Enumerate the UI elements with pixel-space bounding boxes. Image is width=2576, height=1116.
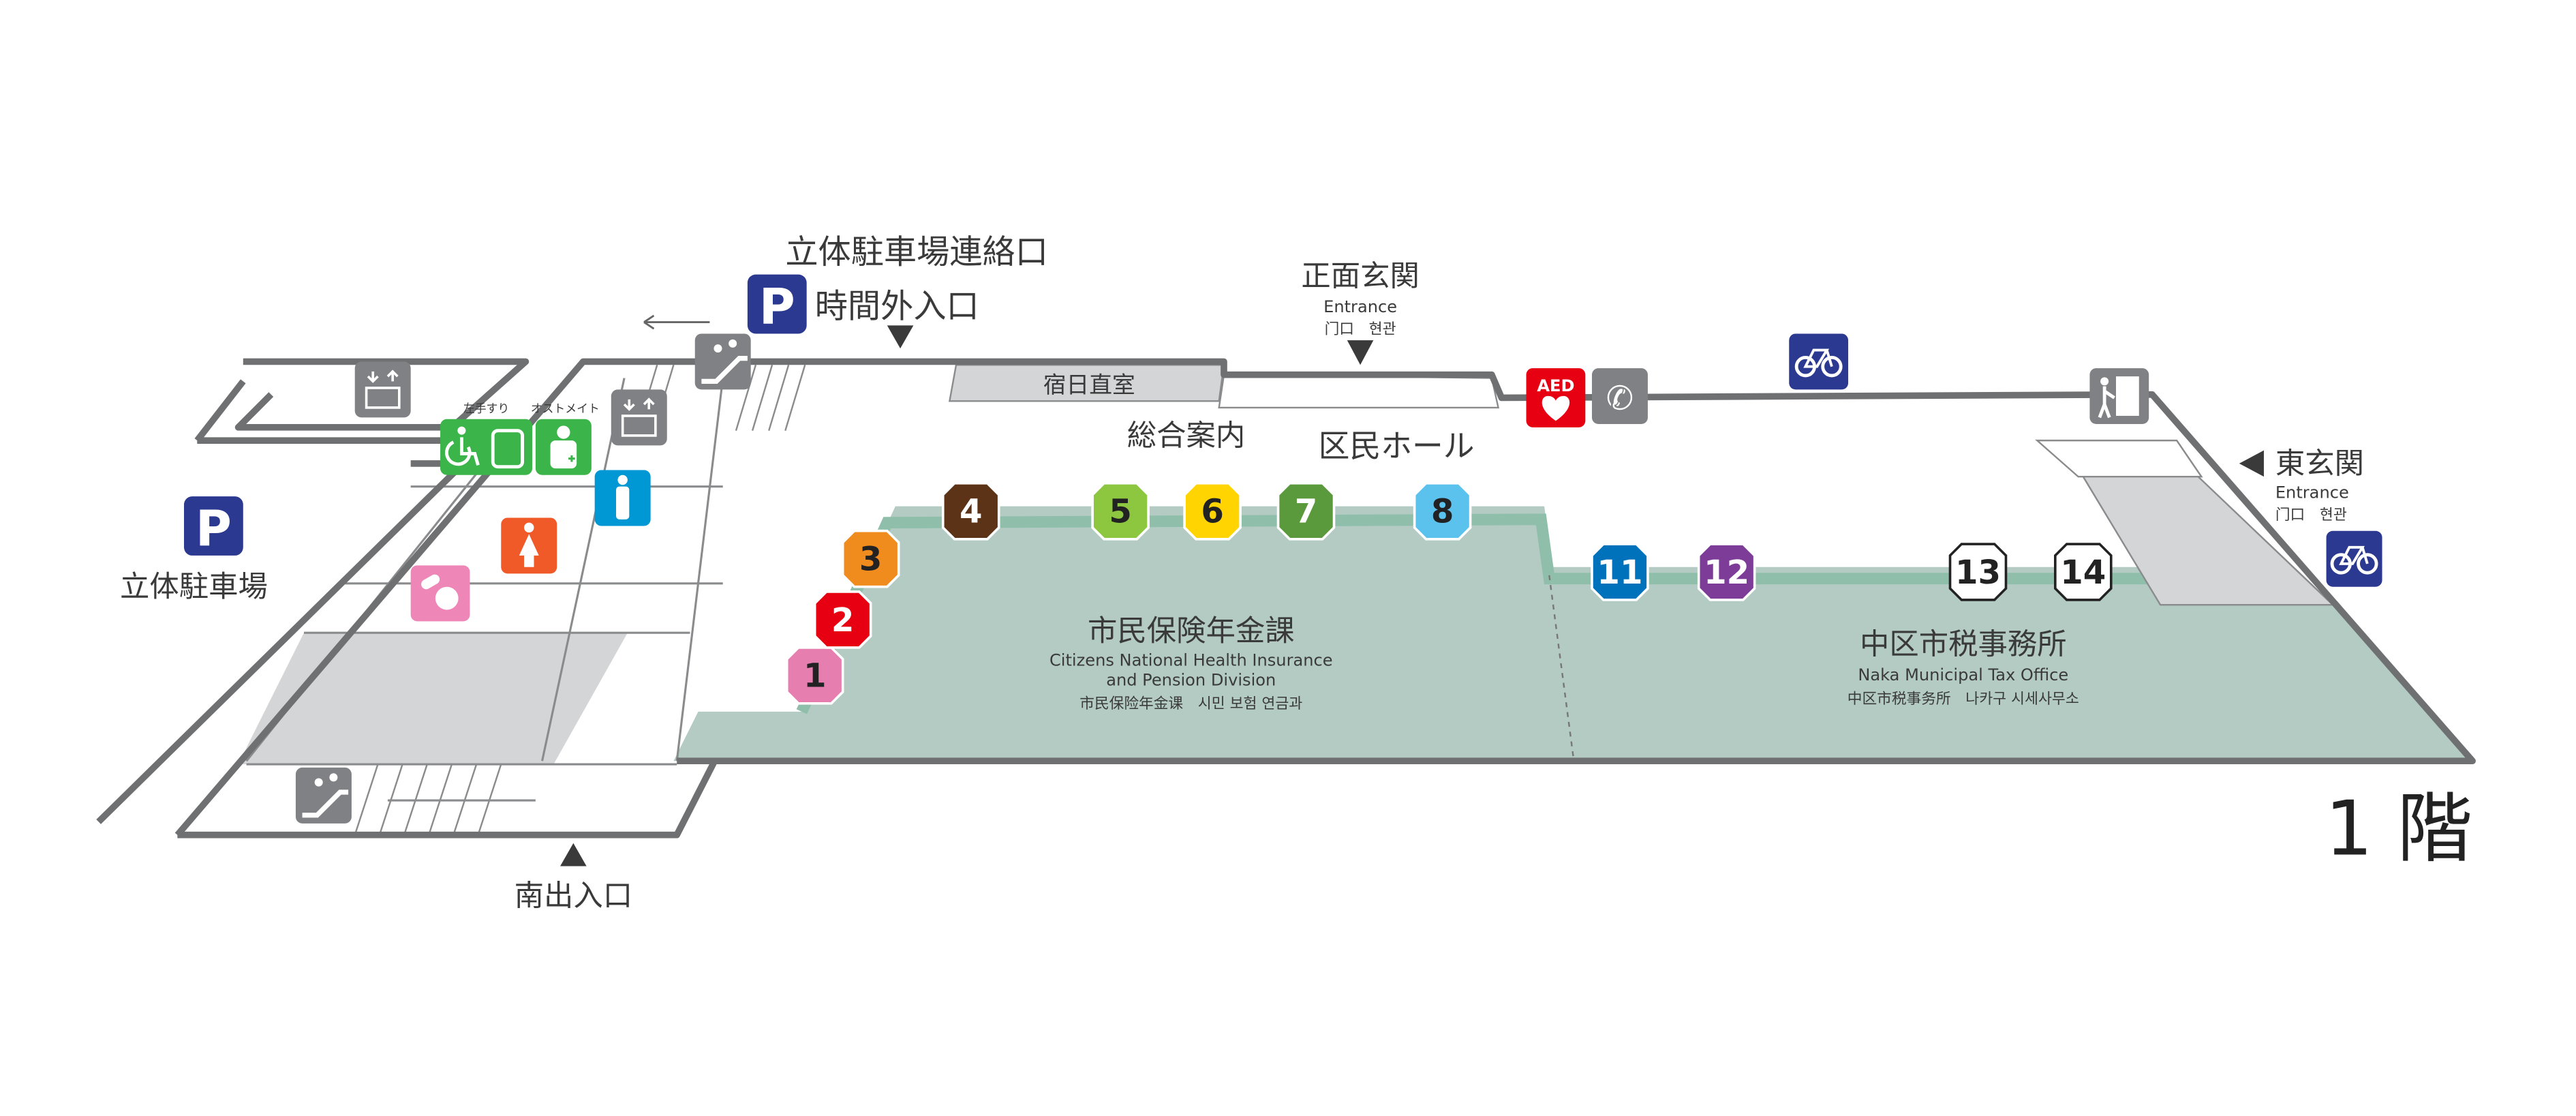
aed-icon: AED	[1526, 368, 1586, 427]
counter-badge-shape	[1091, 482, 1150, 541]
counter-badge-shape	[1276, 482, 1336, 541]
counter-badge-shape	[841, 529, 900, 588]
elevator-icon	[611, 389, 667, 446]
counter-badge-shape	[1413, 482, 1472, 541]
east-entrance-ko-zh: 门口 현관	[2275, 507, 2347, 524]
counter-badge-number: 1	[803, 657, 827, 695]
svg-text:✆: ✆	[1606, 379, 1634, 417]
counter-badge-12: 12	[1697, 543, 1756, 601]
parking-icon: P	[747, 274, 807, 336]
parking-icon: P	[184, 496, 243, 558]
entrance-marker-icon	[1347, 340, 1374, 365]
wheelchair-toilet-icon	[440, 419, 533, 475]
counter-badge-shape	[941, 482, 1000, 541]
entrance-marker-icon	[2239, 450, 2264, 477]
counter-badge-shape	[1591, 543, 1649, 601]
counter-badge-5: 5	[1091, 482, 1150, 541]
area-divider	[1548, 575, 1575, 761]
svg-text:P: P	[759, 279, 795, 336]
night-duty-room-label: 宿日直室	[1043, 372, 1135, 398]
pension-division-name-zh-ko: 市民保险年金课 시민 보험 연금과	[1079, 695, 1302, 712]
ostomate-icon	[535, 419, 592, 475]
counter-badge-number: 13	[1955, 554, 2001, 592]
pension-division-name: 市民保険年金課	[1088, 614, 1295, 648]
east-entrance-label: 東玄関	[2275, 447, 2364, 481]
counter-badge-shape	[1697, 543, 1756, 601]
tax-office-name: 中区市税事務所	[1860, 628, 2067, 662]
counter-badge-number: 2	[831, 601, 855, 639]
counter-badge-number: 8	[1431, 493, 1454, 531]
bicycle-icon	[1789, 333, 1849, 390]
counter-badge-shape	[2053, 543, 2113, 601]
pension-division-name-en-2: and Pension Division	[1106, 670, 1276, 689]
entrance-marker-icon	[560, 843, 587, 866]
baby-care-icon	[410, 565, 470, 622]
counter-badge-number: 5	[1109, 493, 1132, 531]
escalator-icon	[295, 767, 352, 824]
counter-badge-number: 4	[960, 493, 983, 531]
counter-badge-number: 14	[2060, 554, 2106, 592]
counter-badge-4: 4	[941, 482, 1000, 541]
information-label: 総合案内	[1127, 419, 1246, 453]
main-entrance-ko-zh: 门口 현관	[1325, 320, 1396, 337]
counter-badge-number: 6	[1201, 493, 1224, 531]
ostomate-label: オストメイト	[531, 402, 600, 415]
counter-badge-shape	[1948, 543, 2008, 601]
counter-badge-13: 13	[1948, 543, 2008, 601]
counter-badge-3: 3	[841, 529, 900, 588]
parking-garage-label: 立体駐車場	[120, 570, 268, 604]
womens-restroom-icon	[501, 517, 557, 574]
entrance-marker-icon	[887, 325, 914, 349]
office-floor-area	[673, 506, 2473, 761]
pension-division-name-en-1: Citizens National Health Insurance	[1049, 650, 1333, 669]
ward-hall-label: 区民ホール	[1319, 427, 1475, 464]
floor-label: 1 階	[2325, 785, 2472, 873]
svg-text:P: P	[196, 500, 232, 558]
east-entrance-en: Entrance	[2275, 483, 2349, 502]
counter-badge-number: 3	[859, 541, 883, 579]
svg-text:AED: AED	[1537, 376, 1574, 395]
counter-badge-1: 1	[785, 646, 844, 705]
storage-area-left	[238, 633, 628, 765]
after-hours-entrance-label: 時間外入口	[815, 287, 979, 325]
counter-badge-number: 7	[1295, 493, 1318, 531]
counter-badge-11: 11	[1591, 543, 1649, 601]
counter-badge-14: 14	[2053, 543, 2113, 601]
entrance-hall	[1218, 374, 1500, 409]
mens-restroom-icon	[594, 470, 651, 526]
tax-office-name-zh-ko: 中区市税事务所 나카구 시세사무소	[1847, 691, 2079, 708]
counter-badge-6: 6	[1183, 482, 1242, 541]
counter-badge-8: 8	[1413, 482, 1472, 541]
elevator-icon	[354, 361, 411, 418]
escalator-icon	[694, 333, 751, 390]
tax-office-name-en: Naka Municipal Tax Office	[1858, 665, 2068, 684]
main-entrance-label: 正面玄関	[1301, 260, 1420, 294]
counter-badge-number: 11	[1597, 554, 1642, 592]
counter-badge-shape	[1183, 482, 1242, 541]
bicycle-icon	[2326, 530, 2382, 587]
east-vestibule	[2035, 439, 2203, 478]
arrow-left-icon	[643, 314, 710, 330]
parking-connection-label: 立体駐車場連絡口	[785, 233, 1048, 271]
south-entrance-label: 南出入口	[515, 879, 633, 913]
counter-badge-2: 2	[813, 590, 872, 649]
phone-icon: ✆	[1591, 368, 1648, 425]
counter-badge-number: 12	[1704, 554, 1749, 592]
counter-badge-7: 7	[1276, 482, 1336, 541]
counter-badge-shape	[813, 590, 872, 649]
ticket-machine-icon	[2089, 368, 2149, 425]
main-entrance-en: Entrance	[1323, 297, 1397, 316]
handrail-label: 左手すり	[463, 402, 509, 415]
counter-badge-shape	[785, 646, 844, 705]
